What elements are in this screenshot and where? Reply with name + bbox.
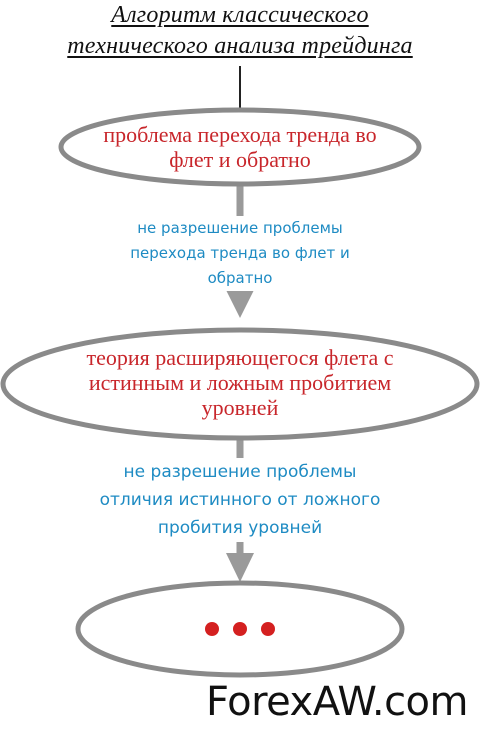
edge-1-line-3: обратно xyxy=(207,266,273,291)
title-line-2: технического анализа трейдинга xyxy=(67,33,413,59)
edge-2-line-3: пробития уровней xyxy=(157,514,323,542)
edge-1-label: не разрешение проблемы перехода тренда в… xyxy=(90,216,390,291)
edge-1-line-2: перехода тренда во флет и xyxy=(130,241,350,266)
site-watermark: ForexAW.com xyxy=(206,679,468,725)
ellipsis-dots xyxy=(205,622,275,636)
node-1-text: проблема перехода тренда во флет и обрат… xyxy=(70,122,410,172)
node-ellipse-2 xyxy=(0,327,480,441)
edge-2-line-1: не разрешение проблемы xyxy=(123,458,357,486)
diagram-title: Алгоритм классического технического анал… xyxy=(0,0,480,62)
title-line-1: Алгоритм классического xyxy=(111,2,369,28)
edge-2-label: не разрешение проблемы отличия истинного… xyxy=(60,458,420,542)
node-1-line-1: проблема перехода тренда во xyxy=(103,122,377,147)
node-ellipse-1 xyxy=(58,107,422,187)
node-2-line-3: уровней xyxy=(201,395,279,420)
edge-1-line-1: не разрешение проблемы xyxy=(137,216,343,241)
node-2-text: теория расширяющегося флета с истинным и… xyxy=(40,345,440,420)
node-2-line-2: истинным и ложным пробитием xyxy=(88,370,392,395)
node-1-line-2: флет и обратно xyxy=(169,147,311,172)
edge-2-line-2: отличия истинного от ложного xyxy=(99,486,381,514)
node-2-line-1: теория расширяющегося флета с xyxy=(86,345,394,370)
